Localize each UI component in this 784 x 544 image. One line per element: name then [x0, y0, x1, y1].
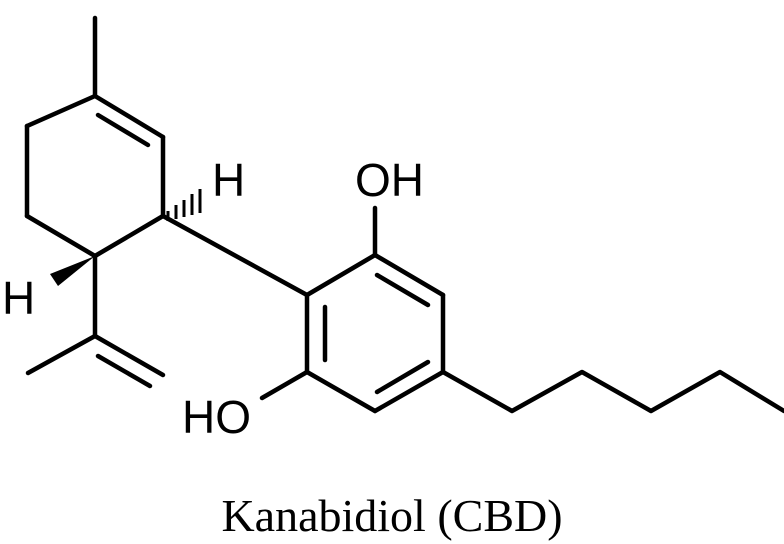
pentyl-chain	[440, 369, 784, 414]
hydroxyl-label-top: OH	[355, 154, 424, 206]
hydrogen-label-left: H	[2, 272, 35, 324]
connecting-bond	[160, 213, 310, 298]
ring-bond-c4-c5	[24, 213, 98, 259]
ring-bond-c6-c1	[24, 93, 98, 129]
hashed-wedge-bond	[166, 189, 202, 221]
terpene-ring	[24, 15, 166, 259]
ring-bond-c1-c2	[92, 93, 166, 140]
hydroxyl-label-bottom: HO	[182, 391, 251, 443]
diagram-caption: Kanabidiol (CBD)	[221, 490, 563, 541]
isopropenyl-group	[25, 253, 166, 389]
oh-bottom-bond	[259, 369, 310, 401]
ring-bond-c3-c4	[92, 213, 166, 259]
hydrogen-label-top: H	[212, 154, 245, 206]
ring-double-bond-inner	[95, 112, 151, 148]
solid-wedge-bond	[50, 256, 95, 286]
aromatic-ring	[304, 252, 446, 414]
